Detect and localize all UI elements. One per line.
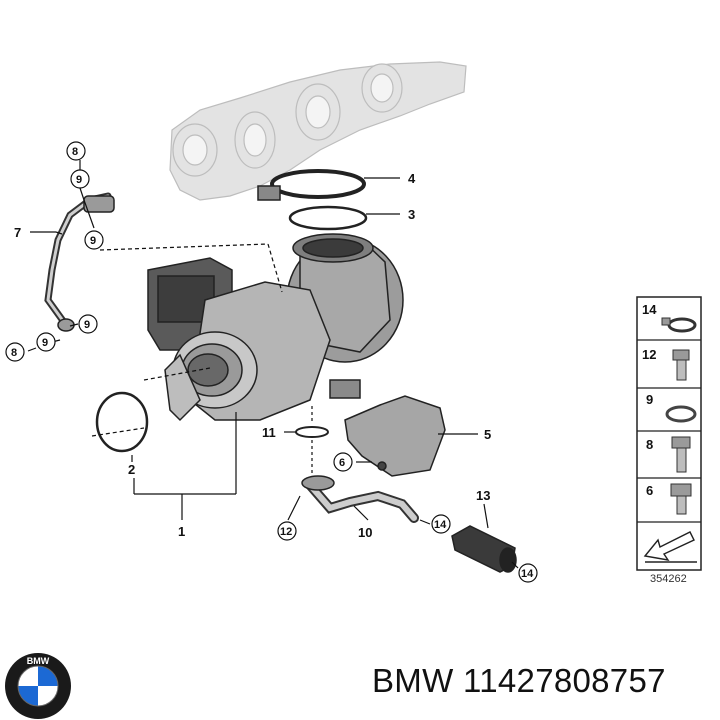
heat-shield-bracket — [344, 395, 446, 477]
hose — [451, 525, 517, 573]
legend-label-9: 9 — [646, 392, 653, 407]
exhaust-manifold — [169, 61, 467, 201]
gasket-ring — [288, 205, 368, 231]
circle-callout-14-right: 14 — [521, 568, 534, 580]
diagram-code: 354262 — [650, 573, 687, 585]
callout-1: 1 — [178, 524, 185, 539]
circle-callout-9-right: 9 — [84, 319, 90, 331]
flange-bolt-icon — [670, 483, 692, 515]
circle-callout-9-top: 9 — [76, 174, 82, 186]
logo-lettering: BMW — [27, 656, 50, 666]
hex-bolt-icon — [672, 349, 690, 381]
circle-callout-8-top: 8 — [72, 146, 78, 158]
brand-name: BMW — [372, 662, 454, 699]
oil-return-pipe-inner — [307, 482, 417, 521]
callout-2: 2 — [128, 462, 135, 477]
hose-clamp-icon — [661, 317, 697, 333]
callout-5: 5 — [484, 427, 491, 442]
callout-13: 13 — [476, 488, 490, 503]
sealing-ring-icon — [665, 405, 697, 423]
part-number-caption: BMW 11427808757 — [372, 662, 666, 700]
callout-3: 3 — [408, 207, 415, 222]
circled-callouts — [5, 141, 538, 583]
callout-11: 11 — [262, 425, 276, 440]
bmw-logo-icon: BMW — [5, 653, 71, 719]
legend-label-6: 6 — [646, 483, 653, 498]
leader-lines — [27, 160, 519, 569]
legend-label-12: 12 — [642, 347, 656, 362]
legend-table: 14 12 9 8 6 — [636, 296, 702, 571]
circle-callout-9-bottom: 9 — [42, 337, 48, 349]
legend-label-14: 14 — [642, 302, 657, 317]
circle-callout-6: 6 — [339, 457, 345, 469]
callout-7: 7 — [14, 225, 21, 240]
oil-gasket — [295, 426, 329, 438]
banjo-fittings — [57, 195, 115, 332]
oil-feed-pipe — [44, 192, 112, 329]
part-number: 11427808757 — [463, 662, 666, 699]
pipe-flange — [301, 475, 335, 491]
circle-callout-8-bottom: 8 — [11, 347, 17, 359]
turbocharger — [147, 233, 404, 422]
legend-label-8: 8 — [646, 437, 653, 452]
o-ring — [95, 391, 149, 453]
circle-callout-14-left: 14 — [434, 519, 447, 531]
circle-callout-9-mid: 9 — [90, 235, 96, 247]
front-direction-arrow-icon — [643, 531, 697, 563]
circle-callout-12: 12 — [280, 526, 292, 538]
callout-4: 4 — [408, 171, 416, 186]
callout-10: 10 — [358, 525, 372, 540]
v-band-clamp — [257, 169, 366, 201]
banjo-bolt-icon — [671, 436, 691, 473]
